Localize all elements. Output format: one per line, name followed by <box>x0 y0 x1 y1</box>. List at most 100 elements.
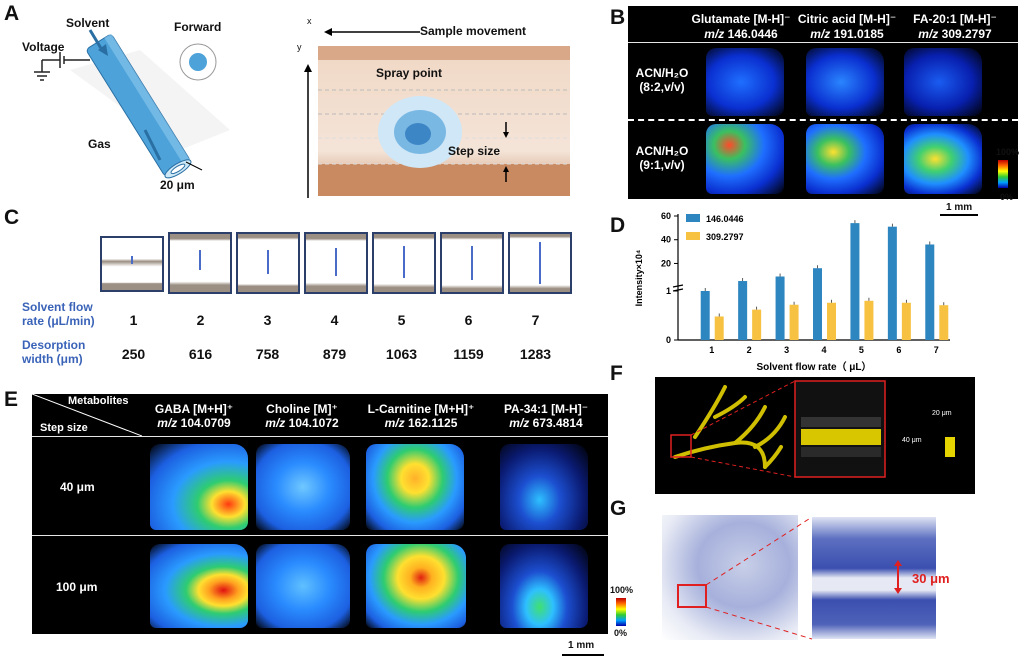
panel-label-c: C <box>4 206 20 229</box>
solvent-label: Solvent <box>66 16 110 30</box>
bar <box>901 302 911 340</box>
bar <box>752 309 762 340</box>
f-scale-h: 40 μm <box>902 437 922 444</box>
g-distance-label: 30 μm <box>912 571 950 586</box>
bar <box>738 281 748 340</box>
gas-label: Gas <box>88 137 111 151</box>
e-header-choline: Choline [M]⁺ m/z 104.1072 <box>265 402 339 430</box>
forward-label: Forward <box>174 20 222 34</box>
spray-point-label: Spray point <box>376 66 443 80</box>
ms-image <box>806 124 884 194</box>
desorption-width-value: 250 <box>121 346 146 362</box>
b-cbar-bottom: 0% <box>1000 192 1014 202</box>
e-header-carnitine: L-Carnitine [M+H]⁺ m/z 162.1125 <box>367 402 475 430</box>
bar <box>939 305 949 340</box>
bar <box>789 304 799 340</box>
step-size-label: Step size <box>448 144 501 158</box>
flow-rate-value: 5 <box>397 312 406 328</box>
b-scale-label: 1 mm <box>946 202 973 213</box>
flow-rate-value: 6 <box>464 312 473 328</box>
b-colorbar <box>998 160 1008 188</box>
ms-image <box>150 444 248 530</box>
e-step-size-label: Step size <box>40 422 88 434</box>
y-tick-label: 20 <box>661 258 671 268</box>
bar <box>700 291 710 340</box>
flow-rate-value: 4 <box>330 312 339 328</box>
x-tick-label: 2 <box>747 345 752 355</box>
tip-width-label: 20 μm <box>160 178 195 192</box>
histology-zoom-lines <box>677 516 813 640</box>
legend-label: 309.2797 <box>706 232 744 242</box>
f-scale-w: 20 μm <box>932 410 952 417</box>
voltage-label: Voltage <box>22 40 65 54</box>
e-row-label-40: 40 μm <box>60 480 95 494</box>
desorption-arrows <box>131 242 541 284</box>
desorption-width-value: 616 <box>188 346 213 362</box>
histology-overview <box>662 515 798 640</box>
b-row-label-8-2: ACN/H₂O(8:2,v/v) <box>635 66 689 94</box>
x-tick-label: 4 <box>821 345 826 355</box>
bar <box>827 302 836 340</box>
ms-image <box>500 444 588 530</box>
ms-image <box>706 48 784 116</box>
e-header-diagonal <box>32 394 142 436</box>
ms-image <box>904 124 982 194</box>
ms-image <box>366 544 466 628</box>
legend-label: 146.0446 <box>706 214 744 224</box>
panel-label-d: D <box>610 214 626 237</box>
e-cbar-bottom: 0% <box>614 628 628 638</box>
x-axis-title: Solvent flow rate（ μL） <box>756 360 871 373</box>
e-header-divider <box>32 436 608 437</box>
x-tick-label: 5 <box>859 345 864 355</box>
b-row-label-9-1: ACN/H₂O(9:1,v/v) <box>635 144 689 172</box>
legend-swatch <box>686 214 700 222</box>
desorption-width-value: 758 <box>255 346 280 362</box>
bar <box>925 244 935 340</box>
sprayer-diagram <box>34 29 230 179</box>
ms-image <box>256 444 350 530</box>
b-header-citric-acid: Citric acid [M-H]⁻ m/z 191.0185 <box>797 12 897 41</box>
flow-rate-value: 3 <box>263 312 272 328</box>
ms-image <box>806 48 884 116</box>
neuron-image <box>670 380 955 478</box>
y-axis-label: y <box>297 42 302 52</box>
b-header-divider <box>628 42 1018 43</box>
b-scale-bar <box>940 214 978 216</box>
e-header-pa: PA-34:1 [M-H]⁻ m/z 673.4814 <box>503 402 589 430</box>
bar <box>864 300 874 340</box>
panel-label-e: E <box>4 388 19 411</box>
x-tick-label: 7 <box>934 345 939 355</box>
bar <box>714 316 724 340</box>
bar <box>813 268 822 340</box>
e-header-gaba: GABA [M+H]⁺ m/z 104.0709 <box>154 402 234 430</box>
panel-label-b: B <box>610 6 626 29</box>
ms-image <box>366 444 464 530</box>
b-header-glutamate: Glutamate [M-H]⁻ m/z 146.0446 <box>691 12 791 41</box>
x-tick-label: 6 <box>896 345 901 355</box>
x-tick-label: 1 <box>709 345 714 355</box>
x-tick-label: 3 <box>784 345 789 355</box>
panel-label-f: F <box>610 362 623 385</box>
bar <box>775 276 785 340</box>
desorption-width-value: 1283 <box>519 346 552 362</box>
y-axis-title: Intensity×10⁴ <box>634 250 644 307</box>
flow-rate-value: 7 <box>531 312 540 328</box>
e-scale-bar <box>562 654 604 656</box>
desorption-width-values: 250 616 758 879 1063 1159 1283 <box>100 346 570 362</box>
legend-swatch <box>686 232 700 240</box>
panel-label-a: A <box>4 2 20 25</box>
ms-image <box>256 544 350 628</box>
e-scale-label: 1 mm <box>568 640 595 651</box>
y-tick-label: 1 <box>666 286 671 296</box>
histology-zoom <box>812 517 936 639</box>
axis-break-mark <box>672 284 684 288</box>
e-row-divider <box>32 535 608 536</box>
ms-image <box>904 48 982 116</box>
panel-label-g: G <box>610 497 627 520</box>
flow-rate-value: 1 <box>129 312 138 328</box>
y-tick-label: 40 <box>661 235 671 245</box>
desorption-width-value: 1063 <box>385 346 418 362</box>
